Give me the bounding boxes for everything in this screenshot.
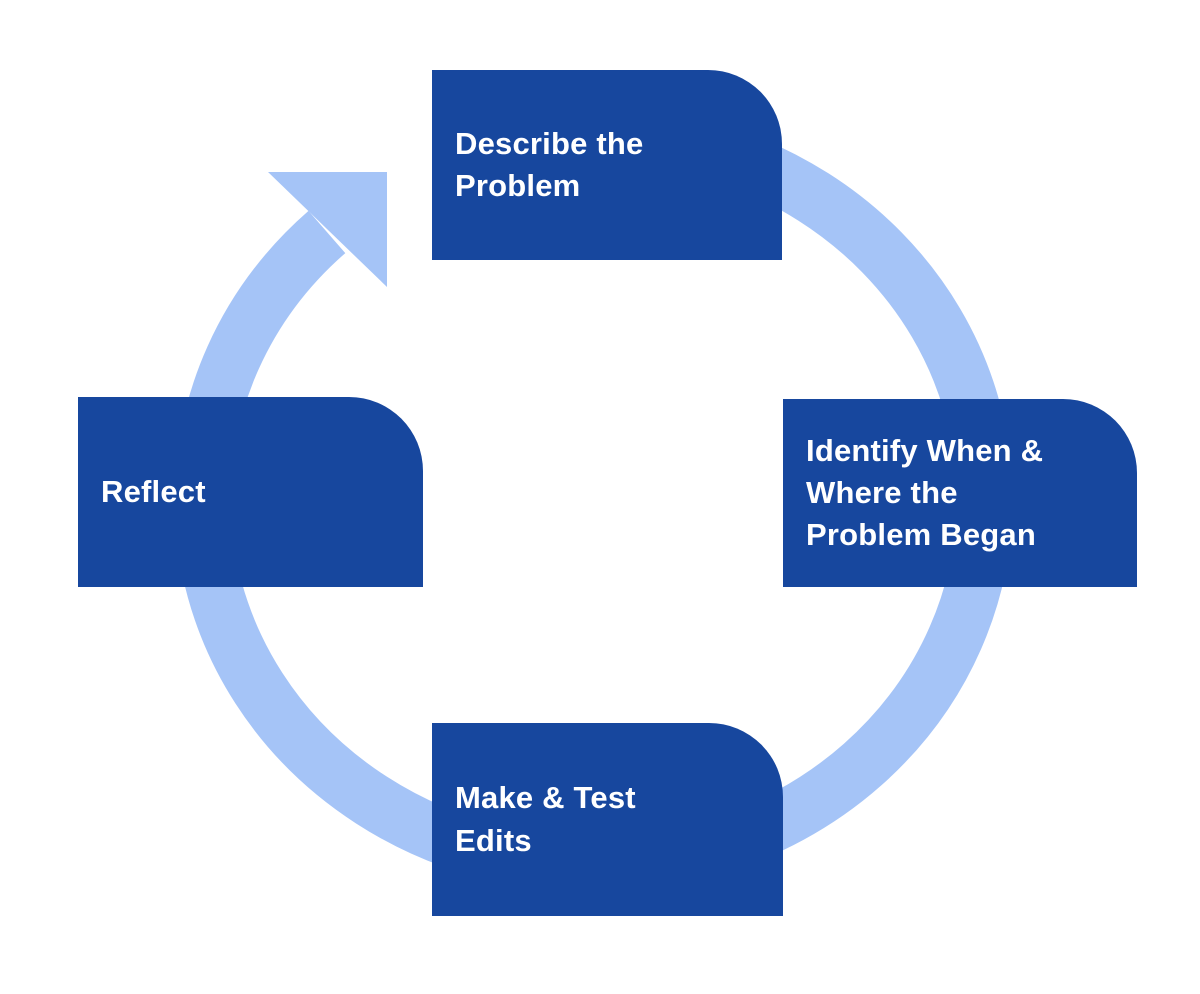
step-describe-problem: Describe the Problem — [432, 70, 782, 260]
step-make-test-edits: Make & Test Edits — [432, 723, 783, 916]
step-reflect-label: Reflect — [101, 473, 206, 509]
step-identify-when-where: Identify When & Where the Problem Began — [783, 399, 1137, 587]
step-describe-problem-label: Describe the Problem — [455, 125, 644, 203]
clockwise-arrowhead-icon — [268, 172, 387, 287]
step-make-test-edits-label: Make & Test Edits — [455, 780, 636, 858]
step-reflect: Reflect — [78, 397, 423, 587]
step-identify-when-where-label: Identify When & Where the Problem Began — [806, 432, 1044, 553]
